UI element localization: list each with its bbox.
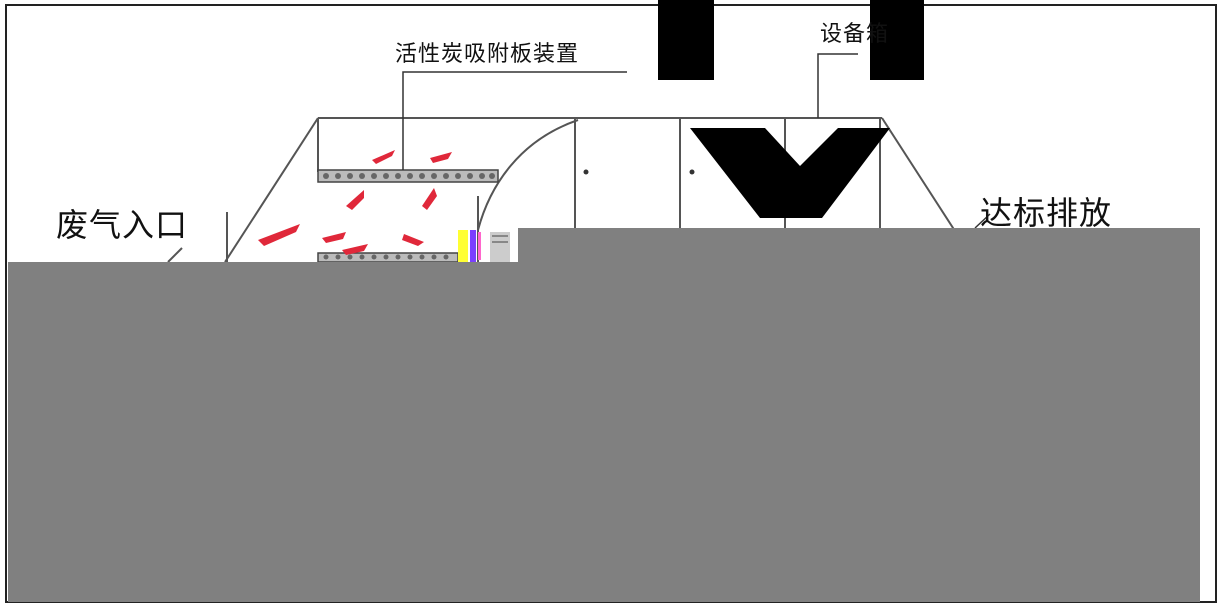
occlusion-panel-left (8, 262, 528, 602)
airflow-arrows (258, 150, 452, 255)
carbon-plate-holes (323, 173, 495, 260)
waste-gas-inlet-label: 废气入口 (56, 206, 189, 244)
occlusion-panel-right (518, 228, 1200, 602)
equipment-housing-label: 设备箱 (820, 22, 890, 47)
label-leaders (402, 53, 991, 229)
redaction-bar-right (870, 0, 924, 80)
housing-outline (167, 117, 976, 263)
color-fragment (458, 230, 510, 262)
compliant-discharge-label: 达标排放 (980, 194, 1113, 232)
activated-carbon-label: 活性炭吸附板装置 (395, 42, 580, 67)
redaction-chevron (690, 128, 890, 218)
redaction-bar-left (658, 0, 714, 80)
